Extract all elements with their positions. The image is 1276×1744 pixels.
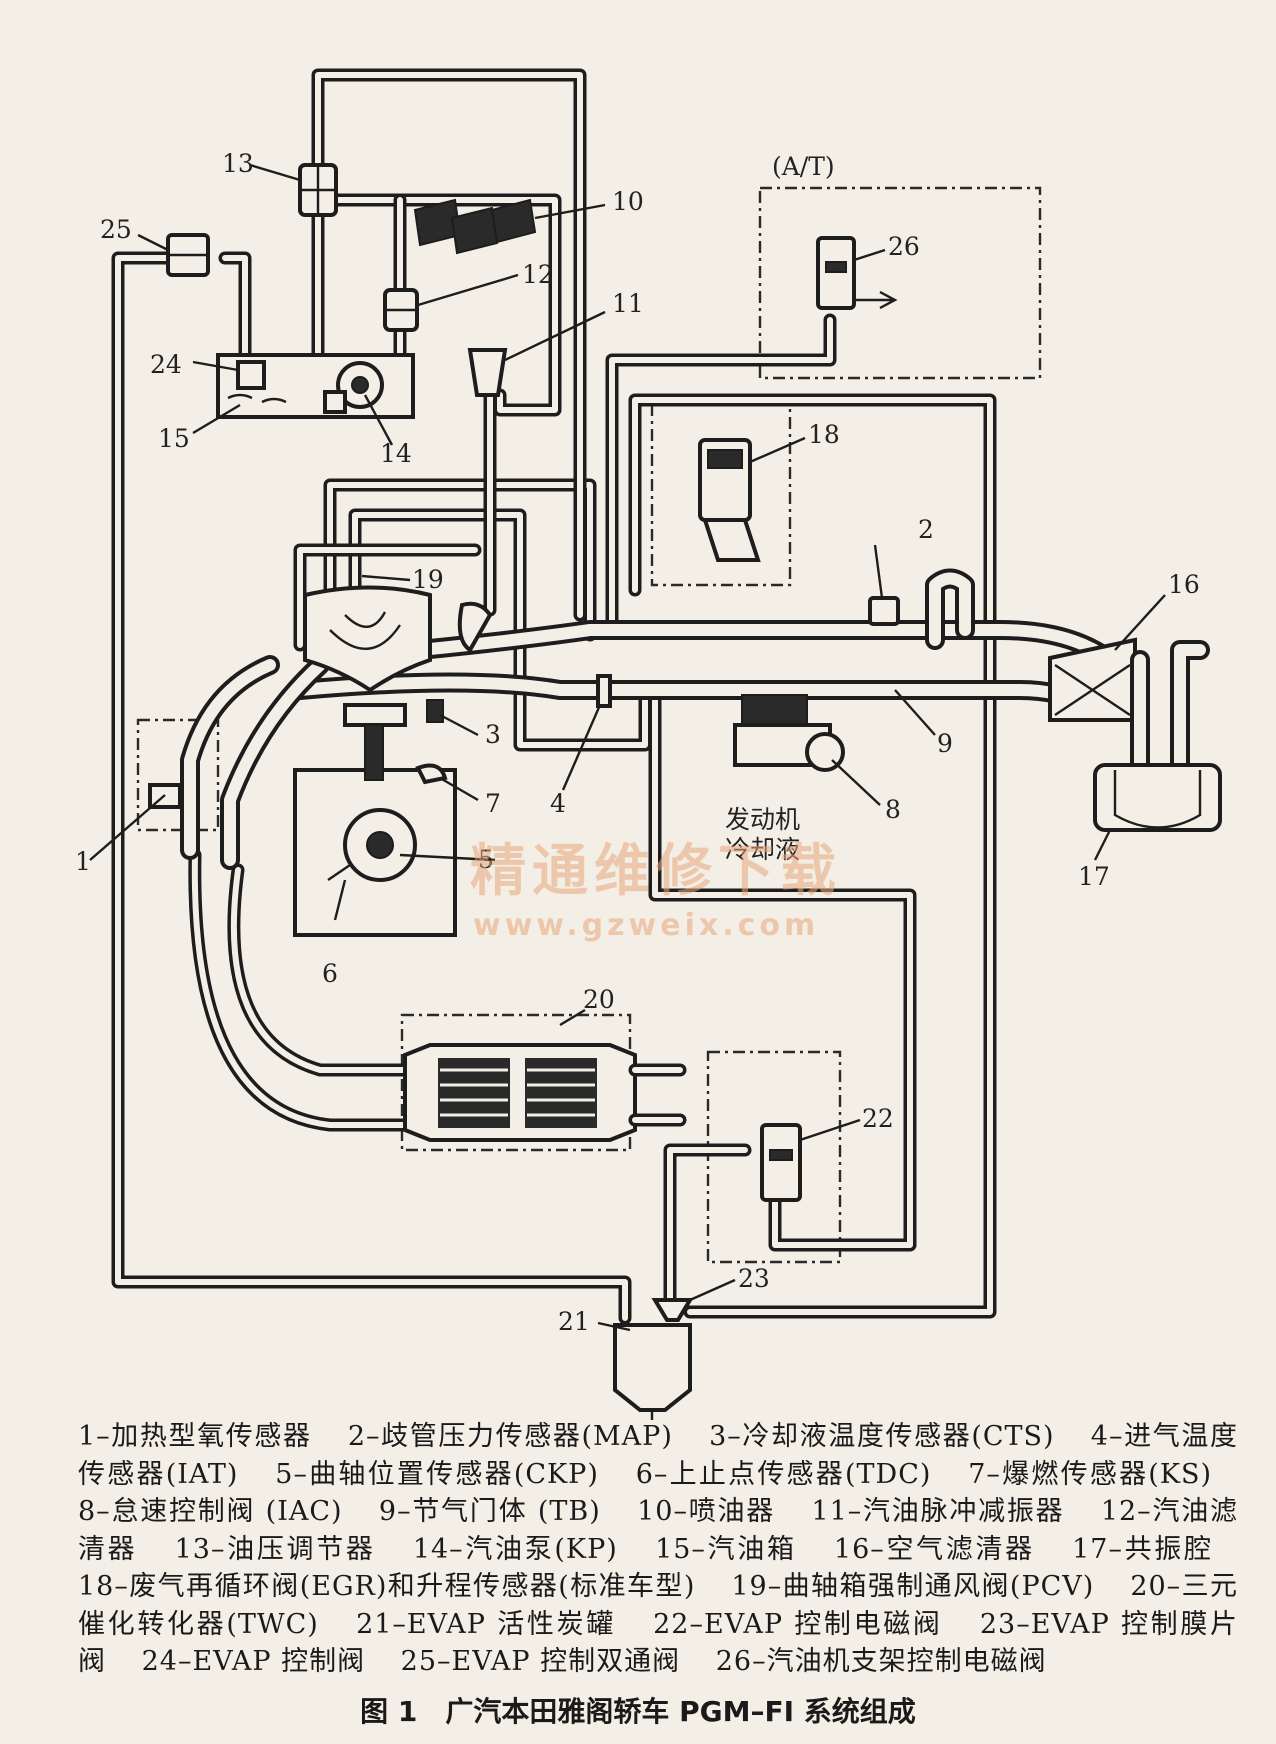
evap-canister <box>613 1323 692 1420</box>
legend-item: 9–节气门体 (TB) <box>378 1496 601 1527</box>
legend-item: 12–汽油滤清器 <box>78 1496 1238 1565</box>
legend-item: 6–上止点传感器(TDC) <box>635 1458 932 1490</box>
callout-3: 3 <box>485 720 501 749</box>
callout-15: 15 <box>158 424 190 453</box>
fuel-injectors <box>413 198 537 255</box>
engine <box>293 585 457 937</box>
legend-item: 22–EVAP 控制电磁阀 <box>653 1608 943 1640</box>
watermark-url: www.gzweix.com <box>473 908 819 943</box>
callout-7: 7 <box>485 789 501 818</box>
callout-20: 20 <box>583 985 615 1014</box>
callout-12: 12 <box>522 260 554 289</box>
callout-25: 25 <box>100 215 132 244</box>
callout-11: 11 <box>612 289 644 318</box>
component-legend: 1–加热型氧传感器 2–歧管压力传感器(MAP) 3–冷却液温度传感器(CTS)… <box>78 1418 1238 1681</box>
callout-21: 21 <box>558 1307 590 1336</box>
watermark-cn: 精通维修下载 <box>470 839 842 904</box>
legend-item: 1–加热型氧传感器 <box>78 1421 312 1452</box>
legend-item: 13–油压调节器 <box>174 1533 376 1565</box>
at-label: (A/T) <box>772 152 835 181</box>
legend-item: 17–共振腔 <box>1072 1533 1212 1565</box>
callout-4: 4 <box>550 789 566 818</box>
fuel-tank-group <box>166 163 419 419</box>
legend-item: 10–喷油器 <box>637 1496 776 1527</box>
legend-item: 15–汽油箱 <box>655 1533 797 1565</box>
legend-item: 19–曲轴箱强制通风阀(PCV) <box>731 1571 1095 1602</box>
fuel-pulsation-damper <box>457 348 508 653</box>
legend-item: 3–冷却液温度传感器(CTS) <box>709 1421 1055 1452</box>
callout-1: 1 <box>75 847 91 876</box>
legend-item: 8–怠速控制阀 (IAC) <box>78 1496 343 1527</box>
callout-10: 10 <box>612 187 644 216</box>
sensors <box>148 236 900 1322</box>
callout-24: 24 <box>150 350 182 379</box>
legend-item: 18–废气再循环阀(EGR)和升程传感器(标准车型) <box>78 1571 696 1602</box>
callout-17: 17 <box>1078 862 1110 891</box>
legend-item: 21–EVAP 活性炭罐 <box>356 1608 616 1640</box>
exhaust-manifold <box>180 655 330 870</box>
legend-item: 24–EVAP 控制阀 <box>141 1646 366 1677</box>
callout-16: 16 <box>1168 570 1200 599</box>
callout-14: 14 <box>380 439 412 468</box>
legend-item: 2–歧管压力传感器(MAP) <box>347 1421 673 1452</box>
callout-18: 18 <box>808 420 840 449</box>
catalytic-converter <box>403 1043 687 1142</box>
legend-item: 23–EVAP 控制膜片阀 <box>78 1608 1238 1678</box>
callout-8: 8 <box>885 795 901 824</box>
callout-numbers: 1 2 3 4 5 6 7 8 9 10 11 12 13 14 15 16 1… <box>75 149 1200 1336</box>
coolant-label-line2: 冷却液 <box>725 835 800 864</box>
legend-item: 20–三元催化转化器(TWC) <box>78 1571 1238 1640</box>
legend-item: 7–爆燃传感器(KS) <box>968 1458 1213 1490</box>
coolant-label-line1: 发动机 <box>725 805 800 834</box>
callout-13: 13 <box>222 149 254 178</box>
legend-item: 16–空气滤清器 <box>833 1533 1035 1565</box>
legend-item: 25–EVAP 控制双通阀 <box>400 1646 681 1677</box>
legend-item: 26–汽油机支架控制电磁阀 <box>715 1646 1047 1677</box>
callout-23: 23 <box>738 1264 770 1293</box>
callout-19: 19 <box>412 565 444 594</box>
callout-26: 26 <box>888 232 920 261</box>
pgm-fi-system-diagram: 1 2 3 4 5 6 7 8 9 10 11 12 13 14 15 16 1… <box>75 68 1222 1420</box>
legend-item: 4–进气温度传感器(IAT) <box>78 1421 1238 1490</box>
resonator <box>1093 640 1222 832</box>
vapor-tubes <box>111 251 997 1325</box>
callout-22: 22 <box>862 1104 894 1133</box>
figure-caption: 图 1 广汽本田雅阁轿车 PGM–FI 系统组成 <box>360 1695 916 1728</box>
fuel-lines <box>311 68 587 622</box>
legend-item: 14–汽油泵(KP) <box>412 1533 618 1565</box>
egr-valve <box>698 438 761 562</box>
dashed-enclosures <box>136 186 1042 1264</box>
callout-9: 9 <box>937 729 953 758</box>
leader-lines <box>89 163 1166 1332</box>
callout-6: 6 <box>322 959 338 988</box>
legend-item: 5–曲轴位置传感器(CKP) <box>275 1458 599 1490</box>
callout-2: 2 <box>918 515 934 544</box>
callout-5: 5 <box>478 845 494 874</box>
legend-item: 11–汽油脉冲减振器 <box>811 1496 1065 1527</box>
